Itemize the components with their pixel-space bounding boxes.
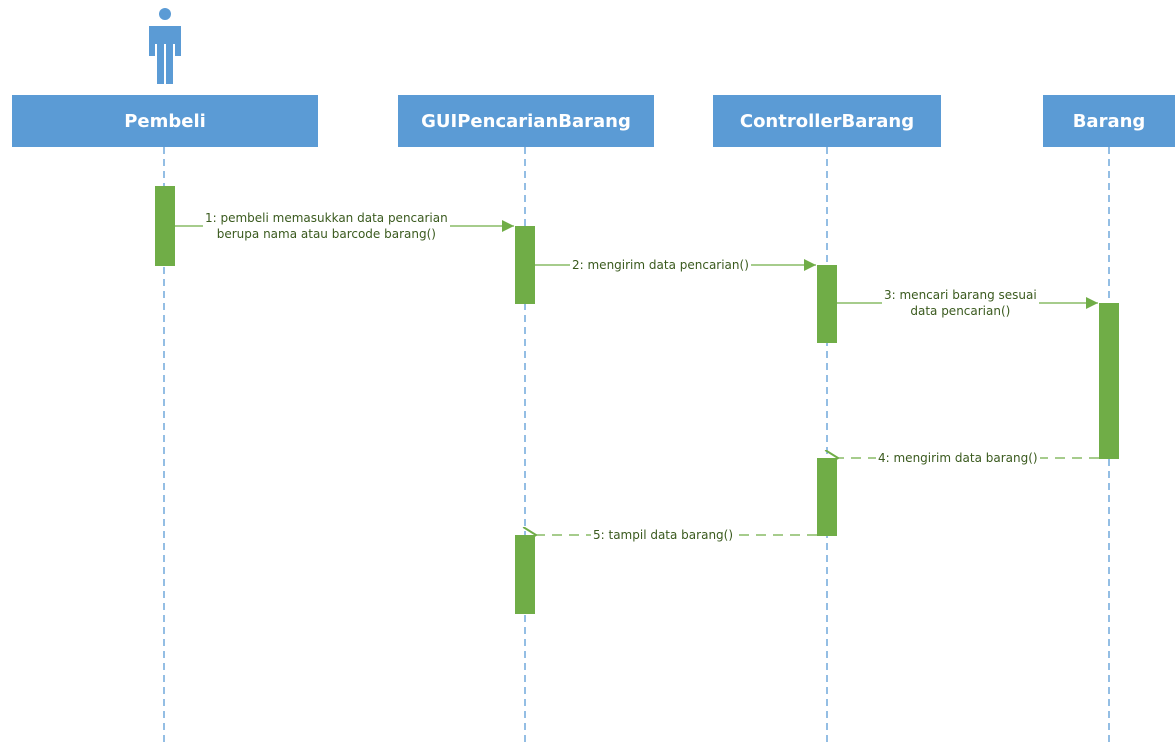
activation-barang — [1099, 303, 1119, 459]
message-1-label-line2: berupa nama atau barcode barang() — [216, 227, 436, 241]
message-1-label: 1: pembeli memasukkan data pencarian ber… — [203, 210, 450, 242]
message-5-label: 5: tampil data barang() — [591, 527, 736, 543]
lifeline-header-barang: Barang — [1043, 95, 1175, 147]
activation-controller-2 — [817, 458, 837, 536]
message-2-label-line1: 2: mengirim data pencarian() — [572, 258, 749, 272]
message-4-label: 4: mengirim data barang() — [876, 450, 1040, 466]
lifeline-header-controllerbarang: ControllerBarang — [713, 95, 941, 147]
message-3-label-line1: 3: mencari barang sesuai — [884, 288, 1037, 302]
lifeline-header-pembeli: Pembeli — [12, 95, 318, 147]
message-3-label: 3: mencari barang sesuai data pencarian(… — [882, 287, 1039, 319]
person-icon — [149, 8, 181, 84]
activation-gui-2 — [515, 535, 535, 614]
message-5-label-line1: 5: tampil data barang() — [593, 528, 734, 542]
activation-pembeli — [155, 186, 175, 266]
lifeline-header-guipencarianbarang: GUIPencarianBarang — [398, 95, 654, 147]
lifeline-name-barang: Barang — [1072, 110, 1146, 132]
message-4-label-line1: 4: mengirim data barang() — [878, 451, 1038, 465]
message-2-label: 2: mengirim data pencarian() — [570, 257, 751, 273]
lifeline-name-pembeli: Pembeli — [124, 110, 206, 132]
activation-gui-1 — [515, 226, 535, 304]
activation-controller-1 — [817, 265, 837, 343]
lifeline-name-guipencarianbarang: GUIPencarianBarang — [421, 110, 631, 132]
message-3-label-line2: data pencarian() — [910, 304, 1011, 318]
lifeline-name-controllerbarang: ControllerBarang — [739, 110, 915, 132]
message-1-label-line1: 1: pembeli memasukkan data pencarian — [205, 211, 448, 225]
